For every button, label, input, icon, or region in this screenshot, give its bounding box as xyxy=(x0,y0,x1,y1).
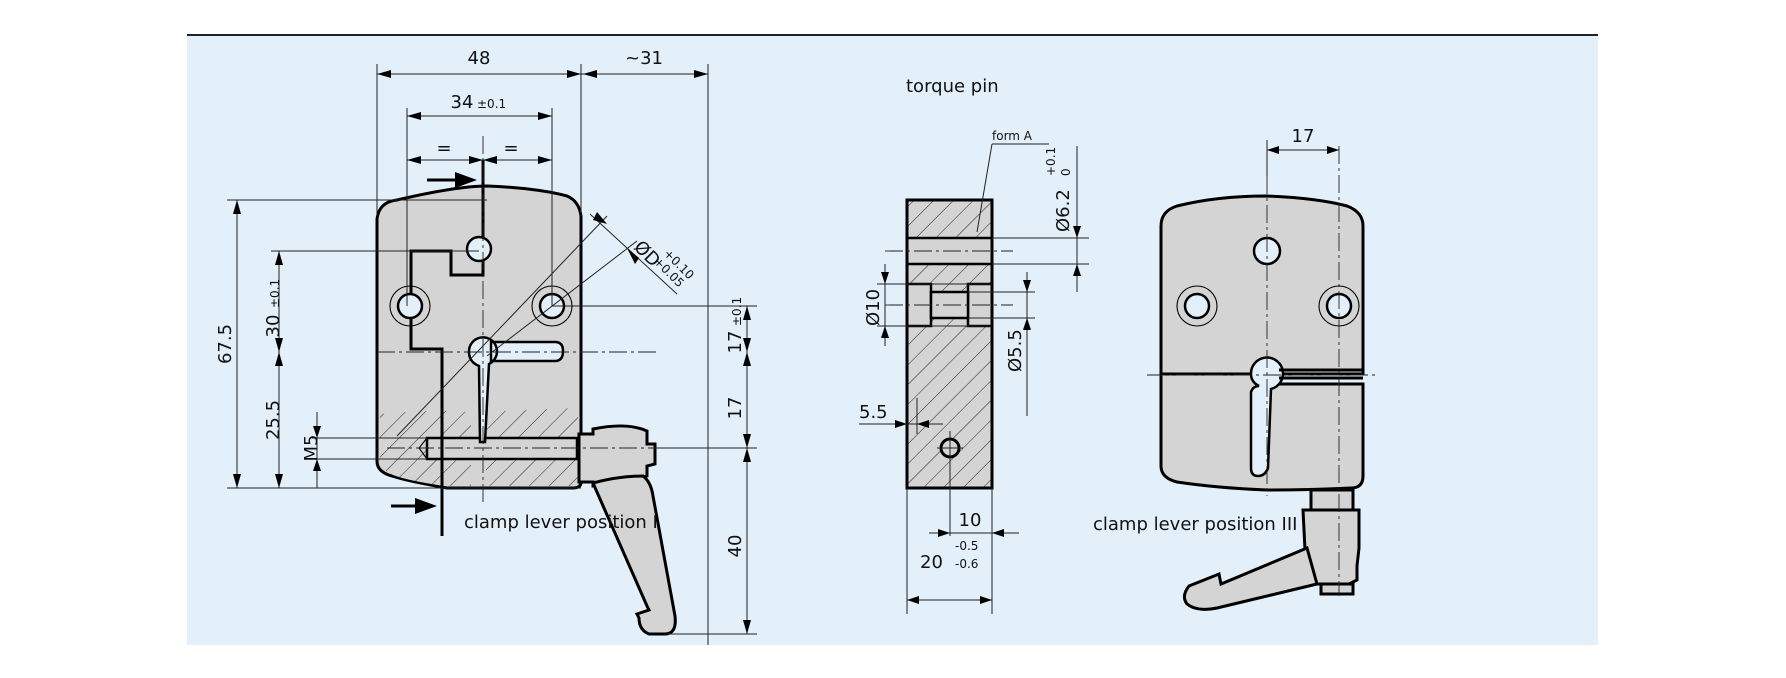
dim-axis-to-hole-tol: ±0.1 xyxy=(730,297,744,326)
keyhole-slot xyxy=(467,336,565,444)
caption-position-i: clamp lever position I xyxy=(464,512,658,533)
dim-counterbore-10: Ø10 xyxy=(863,289,884,326)
front-body-upper xyxy=(1159,194,1365,376)
dim-half-width-tol: -0.5 xyxy=(955,539,978,553)
dim-through-hole-5-5: Ø5.5 xyxy=(1005,329,1026,372)
front-lever-cap xyxy=(1319,582,1355,596)
section-arrow-bottom xyxy=(415,498,437,514)
front-lever-handle xyxy=(1182,545,1319,611)
dim-hole-to-axis-tol: ±0.1 xyxy=(268,279,282,308)
dim-equal-right: = xyxy=(503,138,518,159)
dim-height-67-5: 67.5 xyxy=(215,324,236,364)
caption-position-iii: clamp lever position III xyxy=(1093,514,1297,535)
hole-left xyxy=(396,292,424,320)
dim-half-width-10: 10 xyxy=(959,510,982,531)
dim-hole-to-axis-30: 30 xyxy=(263,315,284,338)
dim-hole-spacing-34: 34 xyxy=(451,92,474,113)
technical-drawing: 48 ~31 34 ±0.1 = = 67.5 30 ±0.1 25.5 xyxy=(215,48,1377,645)
dim-lever-length-40: 40 xyxy=(725,535,746,558)
dim-overhang-31: ~31 xyxy=(625,48,663,69)
front-view: 17 clamp lever position III xyxy=(1093,126,1377,611)
dim-width-20: 20 xyxy=(920,552,943,573)
dim-depth-5-5: 5.5 xyxy=(859,402,888,423)
dim-hole-spacing-tol: ±0.1 xyxy=(477,97,506,111)
dim-axis-to-bottom-25-5: 25.5 xyxy=(263,400,284,440)
torque-pin-view: torque pin form A Ø6.2 +0.1 0 Ø10 xyxy=(859,76,1089,614)
dim-equal-left: = xyxy=(436,138,451,159)
dim-front-offset-17: 17 xyxy=(1292,126,1315,147)
hole-top xyxy=(465,235,493,263)
drawing-panel: 48 ~31 34 ±0.1 = = 67.5 30 ±0.1 25.5 xyxy=(187,34,1598,645)
front-lever-neck xyxy=(1309,488,1355,512)
dim-width-tol: -0.6 xyxy=(955,557,978,571)
front-hole-left xyxy=(1183,292,1211,320)
dim-pin-tol-upper: +0.1 xyxy=(1044,147,1058,176)
lever-handle xyxy=(590,474,677,636)
hole-left-counterbore xyxy=(389,285,431,327)
torque-pin-title: torque pin xyxy=(906,76,999,97)
dim-width-48: 48 xyxy=(468,48,491,69)
screw-shank xyxy=(425,436,579,461)
dim-axis-to-lever-17: 17 xyxy=(725,397,746,420)
dim-axis-to-hole-17: 17 xyxy=(725,331,746,354)
dim-thread-m5: M5 xyxy=(301,435,322,462)
side-view: 48 ~31 34 ±0.1 = = 67.5 30 ±0.1 25.5 xyxy=(215,48,757,645)
form-a-label: form A xyxy=(992,129,1033,143)
section-arrow-top xyxy=(455,172,477,188)
dim-pin-diameter: Ø6.2 xyxy=(1053,189,1074,232)
dim-pin-tol-lower: 0 xyxy=(1059,168,1073,176)
